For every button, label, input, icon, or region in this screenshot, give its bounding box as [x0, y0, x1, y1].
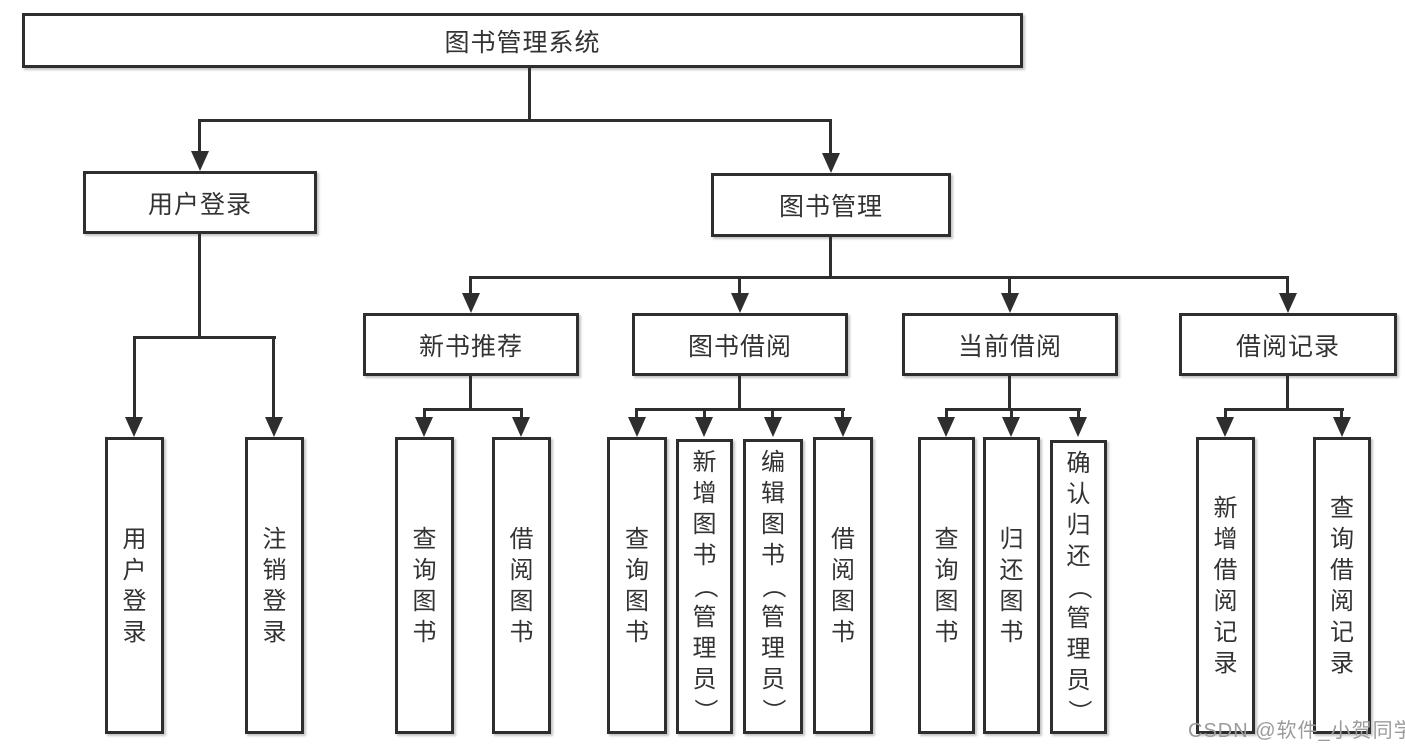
connector-recommend-stem: [469, 276, 472, 296]
connector-userlogin-rail: [133, 336, 276, 339]
connector-bookborrow-down: [738, 376, 741, 410]
node-borrow-records: 借阅记录: [1179, 313, 1397, 376]
connector-bookmgmt-down: [829, 237, 832, 278]
leaf-records-add-record: 新增借阅记录: [1196, 437, 1255, 734]
connector-currentborrow-rail: [945, 408, 1081, 411]
arrowhead-bb-add: [695, 417, 713, 437]
connector-rec-query-stem: [423, 408, 426, 422]
connector-currentborrow-stem: [1008, 276, 1011, 296]
node-book-management-label: 图书管理: [778, 193, 883, 221]
node-current-borrow: 当前借阅: [902, 313, 1118, 376]
connector-currentborrow-down: [1008, 376, 1011, 410]
arrowhead-userlogin: [191, 151, 209, 171]
connector-cb-return-stem: [1010, 408, 1013, 422]
node-root-label: 图书管理系统: [444, 28, 601, 57]
connector-recommend-rail: [423, 408, 523, 411]
node-user-login-label: 用户登录: [147, 190, 252, 219]
node-borrow-records-label: 借阅记录: [1235, 332, 1340, 361]
arrowhead-recommend: [462, 293, 480, 313]
connector-cb-query-stem: [945, 408, 948, 422]
connector-leaf-userlogin-stem: [133, 336, 136, 421]
connector-recommend-down: [469, 376, 472, 410]
leaf-recommend-query-book: 查询图书: [395, 437, 454, 734]
node-user-login: 用户登录: [83, 171, 317, 234]
arrowhead-bb-borrow: [834, 417, 852, 437]
leaf-borrow-borrow-book: 借阅图书: [813, 437, 873, 734]
leaf-current-query-book: 查询图书: [918, 437, 975, 734]
csdn-watermark: CSDN @软件_小贺同学: [1188, 720, 1405, 742]
leaf-recommend-borrow-book: 借阅图书: [492, 437, 551, 734]
node-new-book-recommend-label: 新书推荐: [418, 332, 523, 361]
connector-bookborrow-rail: [635, 408, 845, 411]
leaf-logout: 注销登录: [245, 437, 304, 734]
leaf-borrow-add-book: 新增图书（管理员）: [676, 439, 733, 734]
arrowhead-bb-edit: [764, 417, 782, 437]
connector-rec-borrow-stem: [520, 408, 523, 422]
arrowhead-records: [1279, 293, 1297, 313]
leaf-borrow-query-book: 查询图书: [607, 437, 667, 734]
connector-records-down: [1286, 376, 1289, 410]
node-root: 图书管理系统: [22, 13, 1023, 68]
arrowhead-br-add: [1216, 417, 1234, 437]
connector-root-stem: [528, 68, 531, 121]
arrowhead-cb-confirm: [1069, 417, 1087, 437]
connector-bb-query-stem: [635, 408, 638, 422]
arrowhead-rec-borrow: [512, 417, 530, 437]
leaf-current-return-book: 归还图书: [983, 437, 1040, 734]
connector-leaf-logout-stem: [272, 336, 275, 421]
connector-userlogin-stem: [198, 119, 201, 154]
connector-cb-confirm-stem: [1077, 408, 1080, 422]
connector-records-rail: [1224, 408, 1344, 411]
arrowhead-cb-query: [937, 417, 955, 437]
arrowhead-bookmgmt: [822, 153, 840, 173]
leaf-borrow-edit-book: 编辑图书（管理员）: [743, 439, 803, 734]
connector-bb-add-stem: [703, 408, 706, 422]
node-current-borrow-label: 当前借阅: [957, 332, 1062, 361]
arrowhead-bookborrow: [731, 293, 749, 313]
arrowhead-cb-return: [1002, 417, 1020, 437]
arrowhead-rec-query: [415, 417, 433, 437]
arrowhead-currentborrow: [1001, 293, 1019, 313]
node-book-borrow: 图书借阅: [632, 313, 848, 376]
connector-bb-edit-stem: [771, 408, 774, 422]
connector-records-stem: [1286, 276, 1289, 296]
connector-bookmgmt-stem: [829, 119, 832, 154]
leaf-current-confirm-return: 确认归还（管理员）: [1050, 440, 1107, 734]
leaf-records-query-record: 查询借阅记录: [1313, 437, 1371, 734]
arrowhead-bb-query: [628, 417, 646, 437]
arrowhead-leaf-logout: [265, 417, 283, 437]
arrowhead-br-query: [1333, 417, 1351, 437]
leaf-user-login: 用户登录: [105, 437, 164, 734]
connector-level1-rail: [198, 119, 832, 122]
connector-level2-rail: [469, 276, 1289, 279]
connector-br-add-stem: [1224, 408, 1227, 422]
node-book-borrow-label: 图书借阅: [687, 332, 792, 361]
connector-bookborrow-stem: [738, 276, 741, 296]
connector-bb-borrow-stem: [841, 408, 844, 422]
connector-userlogin-down: [198, 233, 201, 338]
node-book-management: 图书管理: [711, 173, 951, 237]
arrowhead-leaf-userlogin: [125, 417, 143, 437]
node-new-book-recommend: 新书推荐: [363, 313, 579, 376]
connector-br-query-stem: [1340, 408, 1343, 422]
